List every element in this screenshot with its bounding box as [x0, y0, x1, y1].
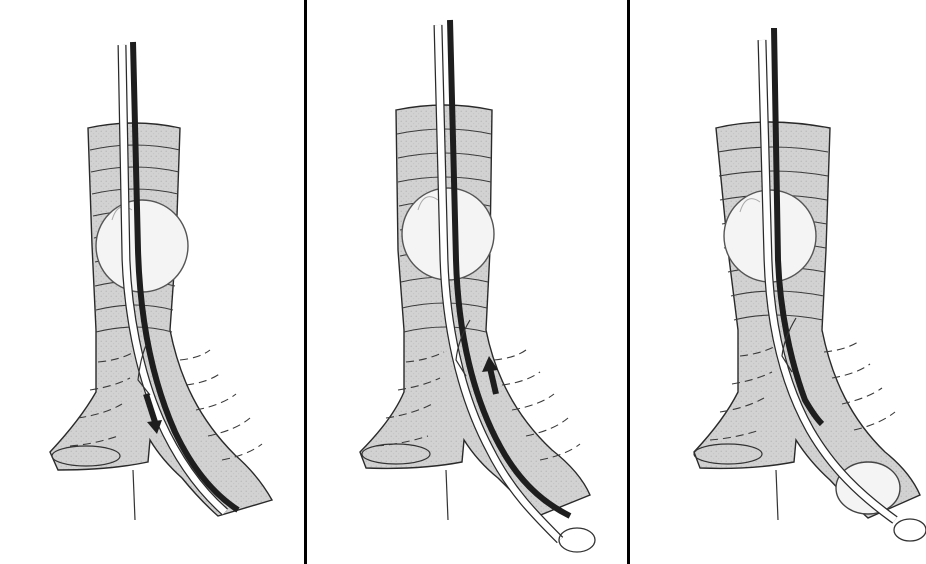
panel-3-tube-positioned — [694, 28, 926, 541]
panel-2-tube-advancing — [360, 20, 595, 552]
airway-outline — [50, 123, 272, 516]
bronchial-cuff — [836, 462, 900, 514]
panel-divider — [304, 0, 307, 564]
tube-tip-cuff — [559, 528, 595, 552]
trachea-airway — [50, 123, 272, 520]
tube-tip-cuff — [894, 519, 926, 541]
panel-1-scope-advancing — [50, 42, 272, 520]
carina-line — [776, 470, 778, 520]
carina-line — [133, 470, 135, 520]
airway-outline — [360, 105, 590, 516]
trachea-airway — [694, 122, 920, 520]
airway-outline — [694, 122, 920, 518]
trachea-airway — [360, 105, 590, 520]
panel-divider — [627, 0, 630, 564]
carina-line — [446, 470, 448, 520]
